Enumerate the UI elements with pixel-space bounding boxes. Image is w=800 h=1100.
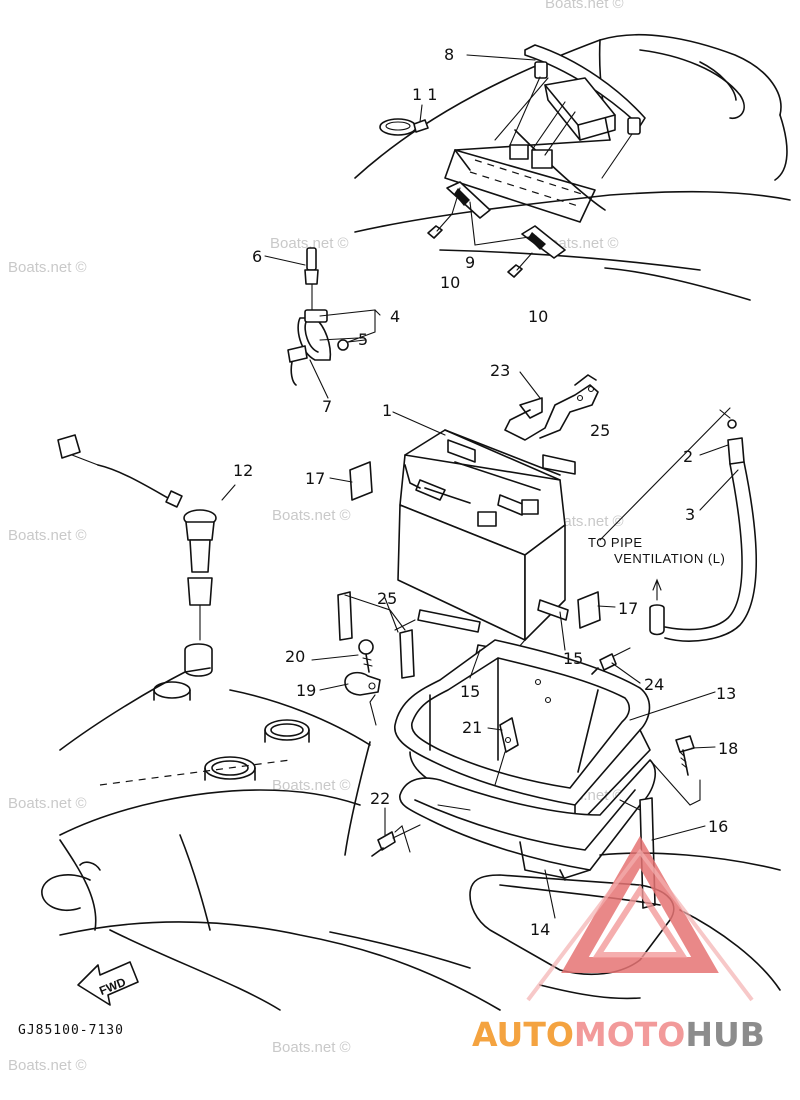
fwd-arrow: FWD xyxy=(77,961,139,1006)
note-line-1: TO PIPE xyxy=(588,535,643,550)
leader-lines xyxy=(264,54,739,919)
diagram-code: GJ85100-7130 xyxy=(18,1023,124,1038)
callout-17a: 17 xyxy=(305,469,325,488)
watermarks: Boats.net © Boats.net © Boats.net © Boat… xyxy=(8,0,624,1074)
front-body-outline xyxy=(41,643,501,1011)
watermark: Boats.net © xyxy=(8,1057,87,1074)
watermark: Boats.net © xyxy=(272,507,351,524)
watermark: Boats.net © xyxy=(272,1039,351,1056)
callout-10a: 10 xyxy=(440,273,460,292)
watermark: Boats.net © xyxy=(270,235,349,252)
brand-part-3: HUB xyxy=(685,1015,765,1054)
callouts: 8 1 1 6 10 9 10 4 5 7 23 1 25 2 3 12 17 … xyxy=(233,45,738,939)
part-23-bracket xyxy=(504,374,599,441)
callout-10b: 10 xyxy=(528,307,548,326)
callout-22: 22 xyxy=(370,789,390,808)
part-14-box-base xyxy=(399,759,656,879)
watermark: Boats.net © xyxy=(8,527,87,544)
callout-20: 20 xyxy=(285,647,305,666)
part-9-brackets xyxy=(446,181,566,259)
part-1-battery xyxy=(397,429,566,641)
callout-12: 12 xyxy=(233,461,253,480)
watermark: Boats.net © xyxy=(272,777,351,794)
part-4-5-7-clamp xyxy=(287,309,376,399)
watermark: Boats.net © xyxy=(8,795,87,812)
callout-8: 8 xyxy=(444,45,454,64)
callout-11: 1 1 xyxy=(412,85,437,104)
watermark: Boats.net © xyxy=(545,0,624,12)
callout-3: 3 xyxy=(685,505,695,524)
part-24-screw xyxy=(591,647,631,675)
brand-part-1: AUTO xyxy=(472,1015,574,1054)
callout-16: 16 xyxy=(708,817,728,836)
part-18-bolt xyxy=(675,735,695,776)
callout-19: 19 xyxy=(296,681,316,700)
brand-text: AUTOMOTOHUB xyxy=(472,1015,765,1054)
part-12-switch xyxy=(57,434,236,641)
brand-triangle-icon xyxy=(561,835,719,973)
callout-23: 23 xyxy=(490,361,510,380)
brand-outline-icon xyxy=(526,848,754,1002)
part-25-stickers xyxy=(337,454,576,679)
part-19-clamp xyxy=(344,671,381,726)
callout-24: 24 xyxy=(644,675,664,694)
part-11-clip xyxy=(379,104,429,136)
leader-line xyxy=(689,779,701,806)
watermark: Boats.net © xyxy=(8,259,87,276)
callout-25a: 25 xyxy=(590,421,610,440)
brand-logo: AUTOMOTOHUB xyxy=(472,835,765,1054)
part-21-bracket xyxy=(494,717,519,786)
callout-5: 5 xyxy=(358,330,368,349)
part-2-3-breather-hose xyxy=(599,407,758,642)
callout-1: 1 xyxy=(382,401,392,420)
callout-9: 9 xyxy=(465,253,475,272)
part-8-tail-lamp xyxy=(494,44,646,179)
callout-2: 2 xyxy=(683,447,693,466)
leader-line xyxy=(649,759,691,806)
brand-part-2: MOTO xyxy=(574,1015,685,1054)
part-17-labels xyxy=(349,461,601,629)
callout-17b: 17 xyxy=(618,599,638,618)
note-line-2: VENTILATION (L) xyxy=(614,551,725,566)
callout-7: 7 xyxy=(322,397,332,416)
part-6-pin xyxy=(304,247,319,311)
brand-inner-triangle-icon xyxy=(592,884,688,958)
callout-14: 14 xyxy=(530,920,550,939)
callout-13: 13 xyxy=(716,684,736,703)
callout-15a: 15 xyxy=(563,649,583,668)
part-20-bolt xyxy=(358,639,374,673)
seat-latch-strip xyxy=(444,149,596,223)
part-10-screws xyxy=(427,187,533,278)
callout-6: 6 xyxy=(252,247,262,266)
rear-body-outline xyxy=(354,33,791,301)
callout-15b: 15 xyxy=(460,682,480,701)
callout-4: 4 xyxy=(390,307,400,326)
part-22-screw xyxy=(371,824,421,857)
callout-25b: 25 xyxy=(377,589,397,608)
callout-21: 21 xyxy=(462,718,482,737)
callout-18: 18 xyxy=(718,739,738,758)
